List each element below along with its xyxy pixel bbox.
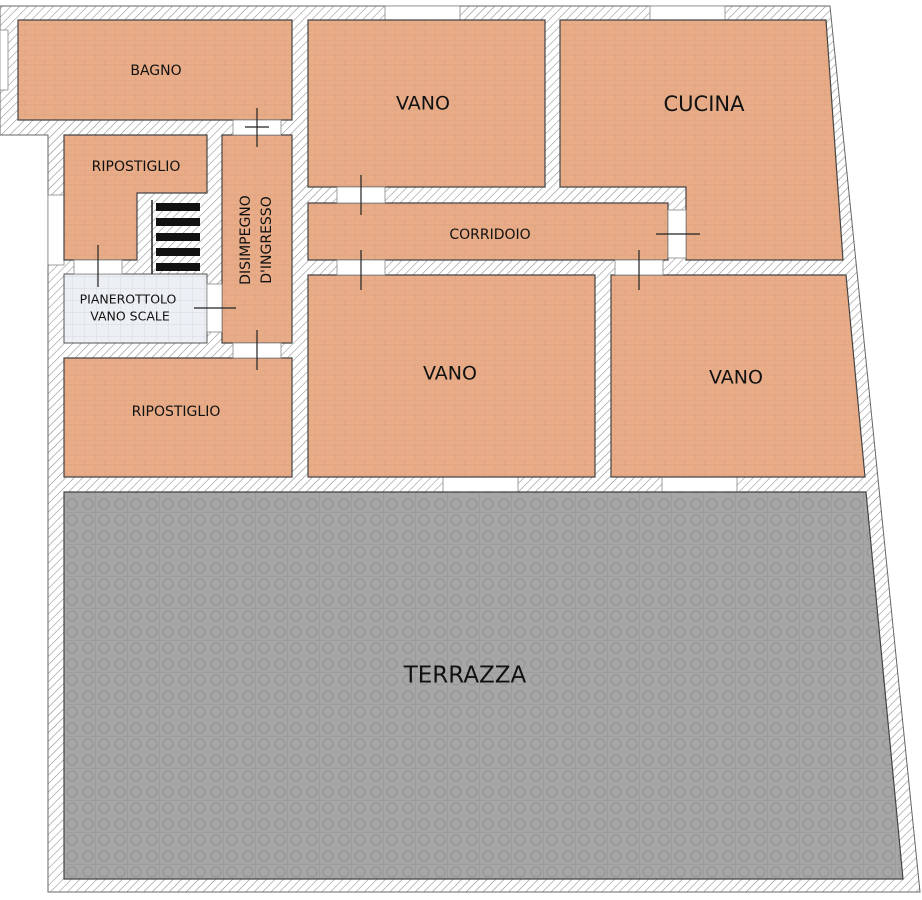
stair-icon xyxy=(151,200,200,274)
opening-terrace-2 xyxy=(661,476,738,493)
room-vano-middle xyxy=(307,274,596,478)
room-ripostiglio-bottom xyxy=(63,357,293,478)
label-pianerottolo-2: VANO SCALE xyxy=(90,309,170,324)
window-left-1 xyxy=(47,194,65,266)
label-disimpegno-1: DISIMPEGNO xyxy=(238,195,254,285)
doors xyxy=(73,108,700,370)
label-terrazza: TERRAZZA xyxy=(403,663,527,689)
label-cucina: CUCINA xyxy=(664,92,746,116)
label-vano-middle: VANO xyxy=(423,363,477,385)
window-left-2 xyxy=(0,29,9,91)
label-pianerottolo-1: PIANEROTTOLO xyxy=(80,292,177,307)
label-ripostiglio-bottom: RIPOSTIGLIO xyxy=(132,404,221,420)
room-corridoio xyxy=(307,202,669,261)
label-disimpegno-2: D'INGRESSO xyxy=(259,196,275,283)
room-terrazza xyxy=(63,491,904,880)
opening-terrace-1 xyxy=(442,476,519,493)
room-vano-top xyxy=(307,19,546,188)
window-top-2 xyxy=(649,5,726,21)
room-bagno xyxy=(17,19,293,121)
label-bagno: BAGNO xyxy=(130,63,181,79)
label-ripostiglio-top: RIPOSTIGLIO xyxy=(92,159,181,175)
label-vano-right: VANO xyxy=(709,367,763,389)
label-corridoio: CORRIDOIO xyxy=(449,227,530,243)
room-cucina xyxy=(559,19,844,261)
room-pianerottolo xyxy=(63,273,208,344)
room-vano-right xyxy=(610,274,866,478)
room-ripostiglio-top xyxy=(63,134,208,261)
room-disimpegno xyxy=(221,134,293,344)
window-top-1 xyxy=(384,5,461,21)
label-vano-top: VANO xyxy=(396,93,450,115)
